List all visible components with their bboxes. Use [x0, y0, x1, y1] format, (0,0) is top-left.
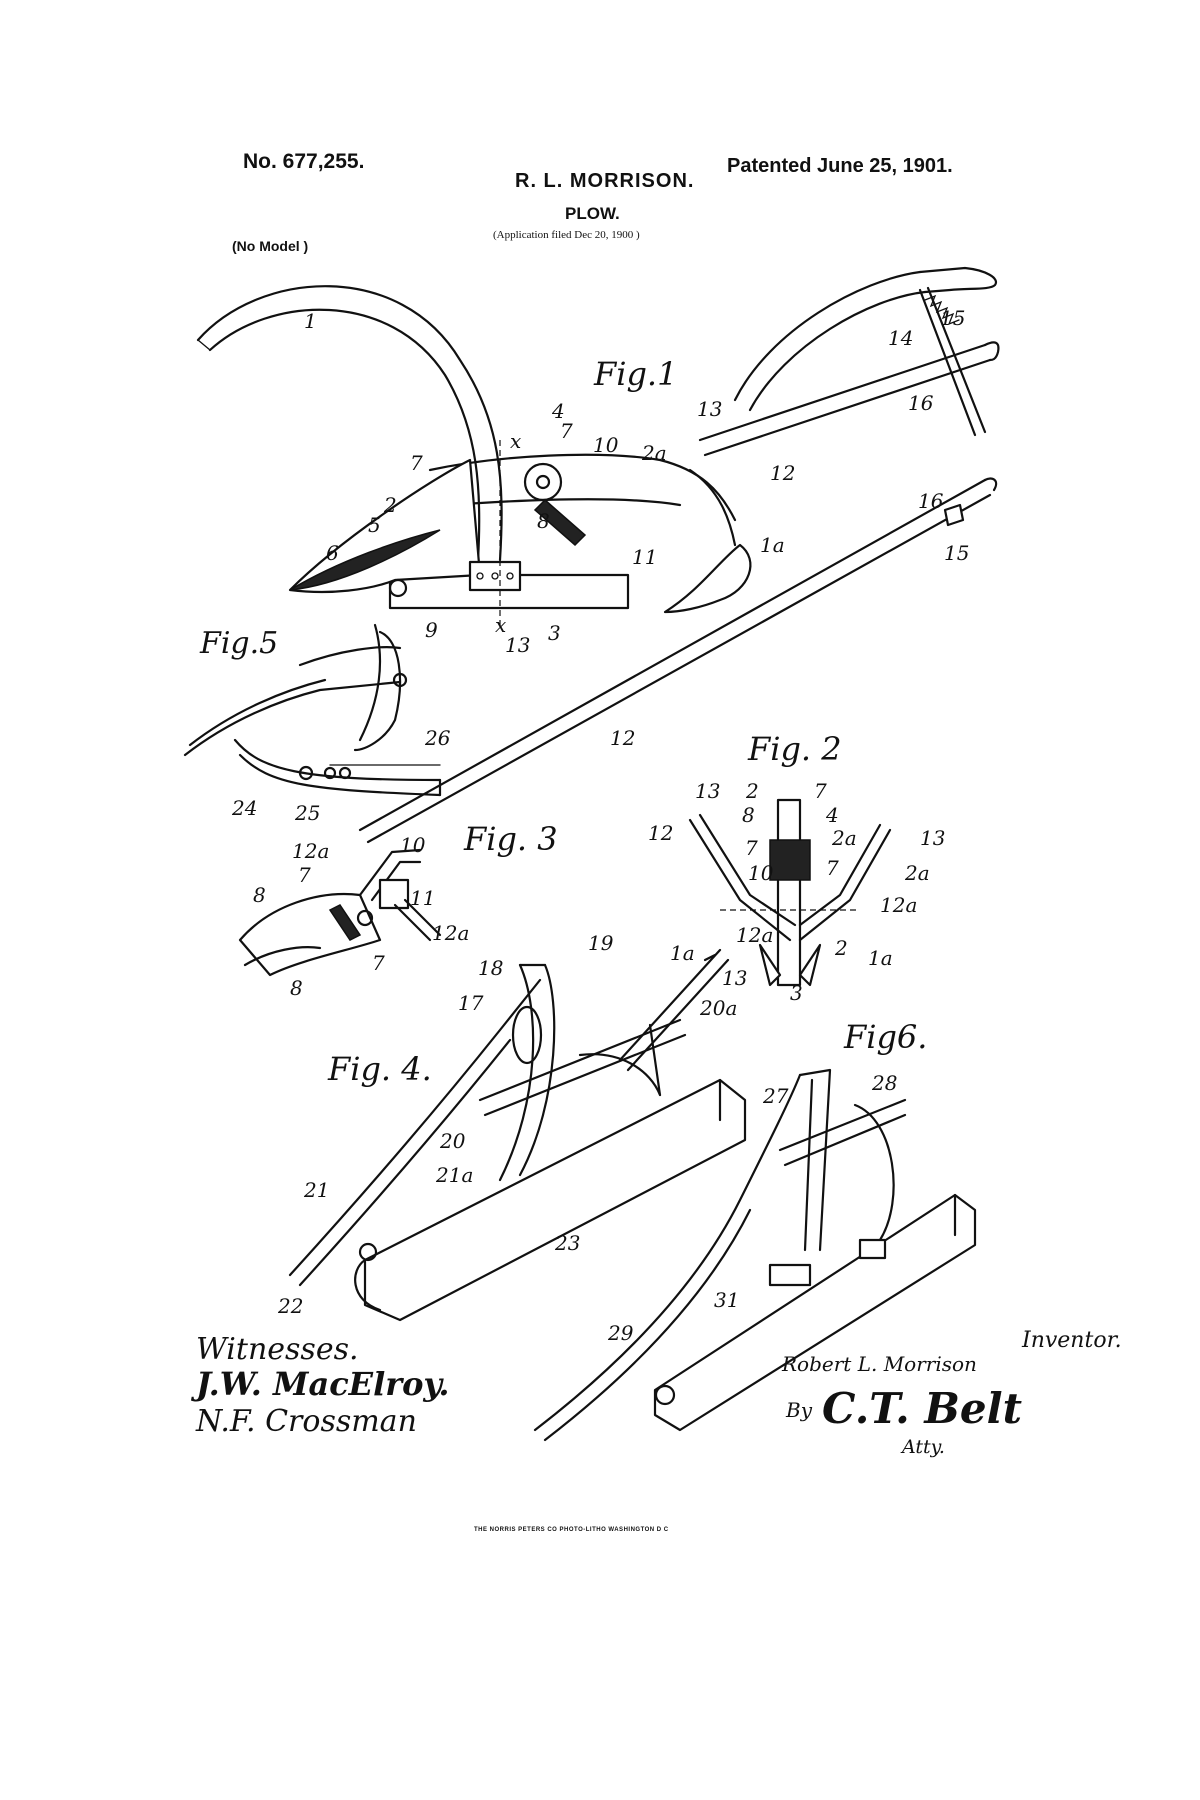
ref-21a: 21a: [435, 1163, 473, 1187]
figure-1-drawing: [196, 266, 1000, 844]
ref-12a-f2b: 12a: [736, 923, 773, 947]
ref-29: 29: [607, 1321, 634, 1345]
figure-4-drawing: [288, 948, 747, 1322]
ref-1a-f2b: 1a: [868, 946, 893, 970]
ref-14: 14: [888, 326, 913, 350]
ref-x-top: x: [510, 429, 521, 453]
ref-13-f2a: 13: [695, 779, 720, 803]
witnesses-label: Witnesses.: [196, 1332, 359, 1367]
attorney-label: Atty.: [902, 1436, 945, 1458]
ref-3-f2: 3: [790, 981, 803, 1005]
ref-13-bottom: 13: [505, 633, 530, 657]
ref-11-f3: 11: [410, 886, 435, 910]
ref-20: 20: [439, 1129, 466, 1153]
ref-10-f2: 10: [748, 861, 774, 885]
ref-8-f2: 8: [742, 803, 755, 827]
figure-label-4: Fig. 4.: [327, 1050, 432, 1088]
figure-label-5: Fig.5: [199, 626, 278, 661]
ref-13-f2b: 13: [920, 826, 945, 850]
ref-1a: 1a: [760, 533, 785, 557]
ref-8-f3: 8: [253, 883, 266, 907]
witness-signature-2: N.F. Crossman: [196, 1404, 417, 1439]
patent-title: PLOW.: [565, 204, 620, 223]
ref-2: 2: [383, 493, 397, 517]
ref-12a-f3b: 12a: [432, 921, 469, 945]
ref-17: 17: [458, 991, 484, 1015]
no-model-note: (No Model ): [232, 238, 309, 254]
ref-16-mid: 16: [918, 489, 944, 513]
ref-2a: 2a: [641, 441, 667, 465]
figure-2-drawing: [688, 798, 892, 987]
printer-credit: THE NORRIS PETERS CO PHOTO-LITHO WASHING…: [474, 1527, 669, 1533]
ref-15-mid: 15: [944, 541, 969, 565]
figure-label-2: Fig. 2: [747, 730, 842, 768]
by-label: By: [786, 1398, 812, 1422]
ref-4: 4: [551, 399, 565, 423]
ref-12-top: 12: [770, 461, 795, 485]
ref-13-f2c: 13: [722, 966, 747, 990]
ref-22: 22: [277, 1294, 303, 1318]
ref-8-f3b: 8: [290, 976, 303, 1000]
ref-2a-f2: 2a: [831, 826, 857, 850]
ref-27: 27: [762, 1084, 789, 1108]
ref-7: 7: [410, 451, 423, 475]
ref-8: 8: [537, 509, 550, 533]
ref-31: 31: [714, 1288, 739, 1312]
ref-2-f2: 2: [745, 779, 759, 803]
figure-label-1: Fig.1: [593, 355, 677, 393]
ref-24: 24: [231, 796, 257, 820]
ref-12-f2: 12: [648, 821, 673, 845]
ref-7-f2c: 7: [826, 856, 839, 880]
ref-12a-f3: 12a: [292, 839, 329, 863]
ref-9: 9: [425, 618, 438, 642]
ref-25: 25: [294, 801, 320, 825]
ref-21: 21: [303, 1178, 329, 1202]
ref-1: 1: [304, 309, 317, 333]
ref-20a: 20a: [699, 996, 737, 1020]
ref-7-f2: 7: [814, 779, 827, 803]
ref-7-f2b: 7: [745, 836, 758, 860]
inventor-signature: Robert L. Morrison: [782, 1352, 977, 1376]
patent-number: No. 677,255.: [243, 150, 365, 173]
ref-11: 11: [632, 545, 657, 569]
reference-numerals: 1 2 5 6 7 x 4 7 10 2a 13 12 14 15 16 8 1…: [231, 306, 969, 1345]
attorney-signature: C.T. Belt: [822, 1384, 1022, 1433]
inventor-name: R. L. MORRISON.: [515, 170, 695, 192]
ref-4-f2: 4: [825, 803, 839, 827]
ref-5: 5: [368, 513, 381, 537]
ref-19: 19: [588, 931, 614, 955]
ref-18: 18: [478, 956, 503, 980]
ref-28: 28: [871, 1071, 897, 1095]
ref-16-top: 16: [908, 391, 934, 415]
ref-7-f3b: 7: [372, 951, 385, 975]
ref-12a-f2: 12a: [880, 893, 917, 917]
ref-23: 23: [554, 1231, 580, 1255]
inventor-label: Inventor.: [1022, 1328, 1122, 1353]
ref-10-f3: 10: [400, 833, 426, 857]
witness-signature-1: J.W. MacElroy.: [196, 1365, 450, 1403]
ref-6: 6: [326, 541, 339, 565]
ref-3: 3: [548, 621, 561, 645]
patent-date: Patented June 25, 1901.: [727, 155, 953, 177]
ref-7b: 7: [560, 419, 573, 443]
ref-13-top: 13: [697, 397, 722, 421]
figure-6-drawing: [533, 1068, 977, 1442]
figure-5-drawing: [183, 623, 442, 797]
ref-26: 26: [424, 726, 451, 750]
ref-1a-f2: 1a: [670, 941, 695, 965]
ref-15-top: 15: [940, 306, 965, 330]
ref-x-bottom: x: [495, 613, 506, 637]
ref-2a-f2b: 2a: [904, 861, 930, 885]
ref-2-f2b: 2: [834, 936, 848, 960]
ref-7-f3: 7: [298, 863, 311, 887]
figure-label-6: Fig6.: [843, 1018, 927, 1056]
ref-10: 10: [593, 433, 619, 457]
ref-12-mid: 12: [610, 726, 635, 750]
application-filed: (Application filed Dec 20, 1900 ): [493, 229, 640, 241]
figure-3-drawing: [238, 848, 442, 977]
figure-label-3: Fig. 3: [463, 820, 558, 858]
